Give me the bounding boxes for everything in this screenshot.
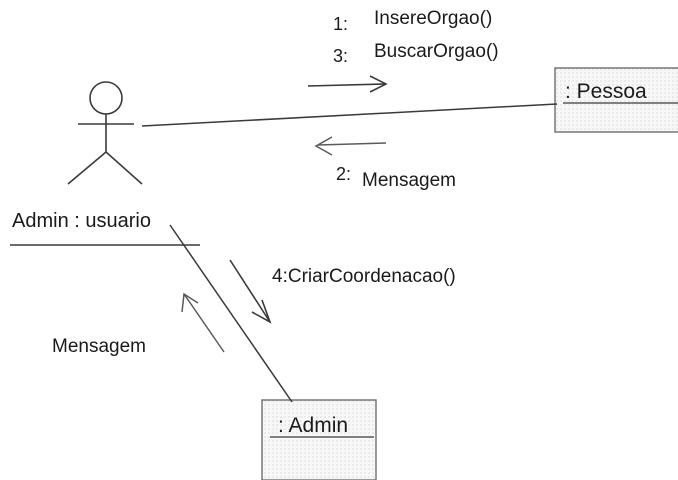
message-1-number: 1: [333,14,348,34]
pessoa-box [554,67,678,133]
message-3-number: 3: [333,46,348,66]
admin-label: : Admin [278,414,348,437]
object-pessoa[interactable]: : Pessoa [554,67,678,133]
actor-right-leg [105,151,143,185]
pessoa-label: : Pessoa [565,80,647,103]
actor-label: Admin : usuario [12,210,151,232]
link-actor-admin[interactable] [169,224,293,403]
reply-message-text: Mensagem [52,336,146,357]
arrow-down-right-icon [229,259,272,324]
actor-left-leg [67,151,107,185]
arrow-left-icon [314,136,387,156]
admin-box [261,399,377,480]
actor-head [89,81,123,115]
arrow-up-left-icon [181,292,225,353]
message-3-text: BuscarOrgao() [374,41,499,62]
actor-stick-figure-icon[interactable] [67,81,143,185]
message-2-number: 2: [336,164,351,184]
message-2-text: Mensagem [362,170,456,191]
message-1-text: InsereOrgao() [374,8,492,29]
message-4-text: 4:CriarCoordenacao() [272,266,456,287]
object-admin[interactable]: : Admin [261,399,377,480]
arrow-right-icon [307,75,388,93]
link-actor-pessoa[interactable] [141,103,558,127]
